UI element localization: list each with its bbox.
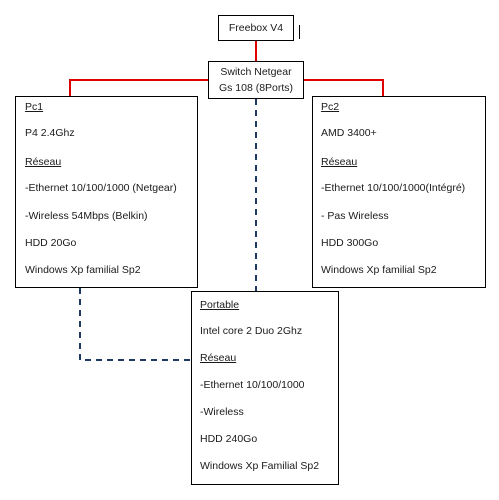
pc2-network-heading: Réseau — [321, 156, 358, 168]
pc2-cpu: AMD 3400+ — [321, 127, 377, 139]
pc1-hdd: HDD 20Go — [25, 237, 77, 249]
wired-link-switch-pc1 — [69, 79, 208, 96]
pc2-wireless: - Pas Wireless — [321, 210, 389, 222]
pc2-node: Pc2 AMD 3400+ Réseau -Ethernet 10/100/10… — [312, 96, 486, 288]
portable-hdd: HDD 240Go — [200, 433, 258, 445]
text-cursor — [299, 25, 300, 39]
switch-label-line1: Switch Netgear — [220, 66, 292, 78]
portable-os: Windows Xp Familial Sp2 — [200, 460, 320, 472]
pc1-ethernet: -Ethernet 10/100/1000 (Netgear) — [25, 182, 177, 194]
pc1-network-heading: Réseau — [25, 156, 62, 168]
freebox-node: Freebox V4 — [218, 15, 294, 41]
portable-title: Portable — [200, 299, 240, 311]
pc1-os: Windows Xp familial Sp2 — [25, 264, 141, 276]
pc2-hdd: HDD 300Go — [321, 237, 379, 249]
portable-wireless: -Wireless — [200, 406, 244, 418]
wireless-link-pc1-portable — [79, 288, 191, 361]
wired-link-switch-pc2 — [304, 79, 384, 96]
pc1-cpu: P4 2.4Ghz — [25, 127, 75, 139]
portable-network-heading: Réseau — [200, 352, 237, 364]
pc2-ethernet: -Ethernet 10/100/1000(Intégré) — [321, 182, 466, 194]
portable-ethernet: -Ethernet 10/100/1000 — [200, 379, 305, 391]
portable-cpu: Intel core 2 Duo 2Ghz — [200, 325, 303, 337]
pc2-title: Pc2 — [321, 101, 340, 113]
pc2-os: Windows Xp familial Sp2 — [321, 264, 437, 276]
pc1-wireless: -Wireless 54Mbps (Belkin) — [25, 210, 148, 222]
switch-node: Switch Netgear Gs 108 (8Ports) — [208, 61, 304, 99]
switch-label-line2: Gs 108 (8Ports) — [218, 82, 294, 94]
portable-node: Portable Intel core 2 Duo 2Ghz Réseau -E… — [191, 291, 339, 485]
pc1-node: Pc1 P4 2.4Ghz Réseau -Ethernet 10/100/10… — [15, 96, 198, 288]
freebox-label: Freebox V4 — [228, 22, 284, 34]
pc1-title: Pc1 — [25, 101, 44, 113]
